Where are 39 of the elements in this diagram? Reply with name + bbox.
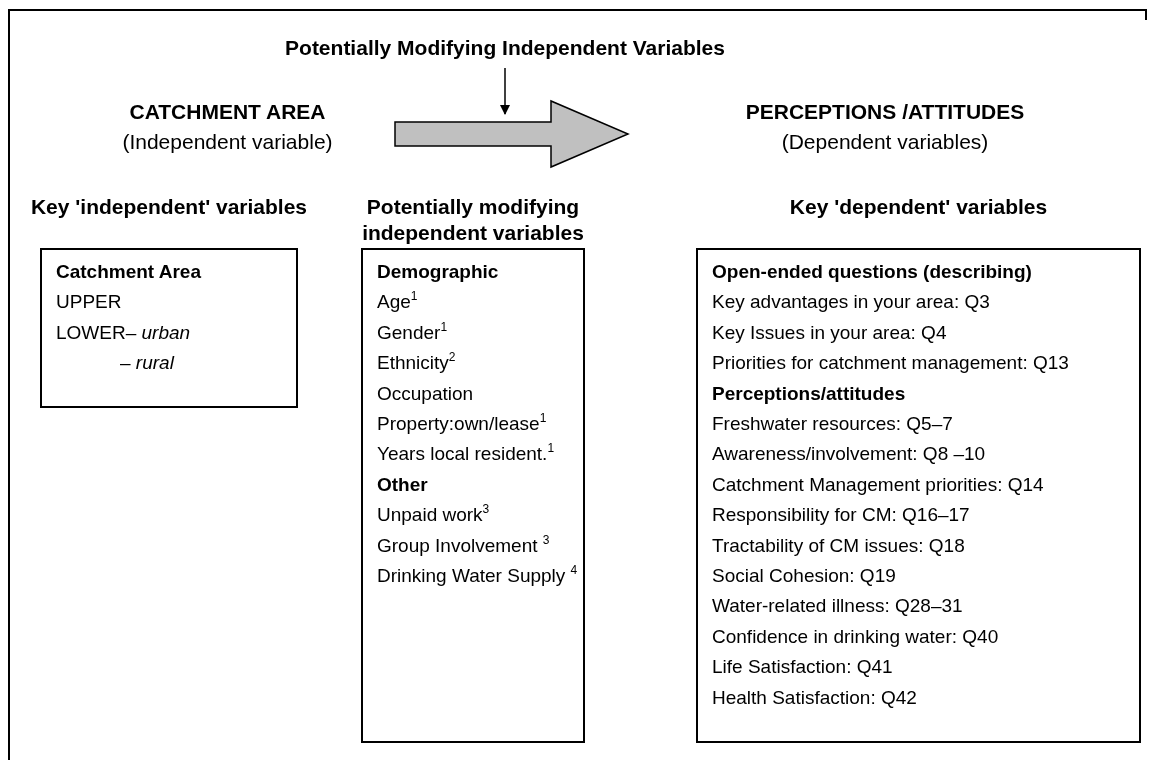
list-item: Responsibility for CM: Q16–17 <box>712 503 971 528</box>
list-item: Freshwater resources: Q5–7 <box>712 412 954 437</box>
list-item: Key advantages in your area: Q3 <box>712 290 991 315</box>
column-heading: Key 'dependent' variables <box>788 194 1049 220</box>
list-item: Years local resident.$^{1}$ <box>377 440 556 467</box>
group-heading: Open-ended questions (describing) <box>712 260 1033 284</box>
list-item: Age$^{1}$ <box>377 288 419 315</box>
list-item: Gender$^{1}$ <box>377 318 449 345</box>
list-item: Ethnicity$^{2}$ <box>377 349 457 376</box>
column-heading: Key 'independent' variables <box>29 194 309 220</box>
subheading-text: (Dependent variables) <box>781 129 989 155</box>
list-item: – rural <box>119 351 176 376</box>
group-heading: Demographic <box>377 260 500 284</box>
group-heading: Other <box>377 472 429 497</box>
list-item: Confidence in drinking water: Q40 <box>712 624 1000 649</box>
list-item: Unpaid work$^{3}$ <box>377 501 491 528</box>
heading-text: PERCEPTIONS /ATTITUDES <box>745 99 1025 125</box>
block-arrow <box>394 99 630 169</box>
list-item: UPPER <box>56 290 123 315</box>
group-heading: Catchment Area <box>56 260 202 284</box>
list-item: Group Involvement $^{3}$ <box>377 531 551 558</box>
list-item: Awareness/involvement: Q8 –10 <box>712 442 987 467</box>
arrow <box>500 67 510 115</box>
heading-text: Potentially Modifying Independent Variables <box>285 35 725 61</box>
subheading-text: (Independent variable) <box>122 129 333 155</box>
group-heading: Perceptions/attitudes <box>712 381 907 406</box>
list-item: Health Satisfaction: Q42 <box>712 685 918 710</box>
list-item: Occupation <box>377 381 475 406</box>
list-item: Life Satisfaction: Q41 <box>712 655 894 680</box>
list-item: Priorities for catchment management: Q13 <box>712 351 1070 376</box>
list-item: Property:own/lease$^{1}$ <box>377 410 548 437</box>
column-heading: Potentially modifying independent variables <box>361 194 585 246</box>
list-item: Social Cohesion: Q19 <box>712 564 897 589</box>
list-item: Catchment Management priorities: Q14 <box>712 472 1045 497</box>
list-item: Water-related illness: Q28–31 <box>712 594 964 619</box>
list-item: Tractability of CM issues: Q18 <box>712 533 966 558</box>
list-item: LOWER– urban <box>56 320 192 345</box>
heading-text: CATCHMENT AREA <box>129 99 326 125</box>
list-item: Key Issues in your area: Q4 <box>712 320 948 345</box>
